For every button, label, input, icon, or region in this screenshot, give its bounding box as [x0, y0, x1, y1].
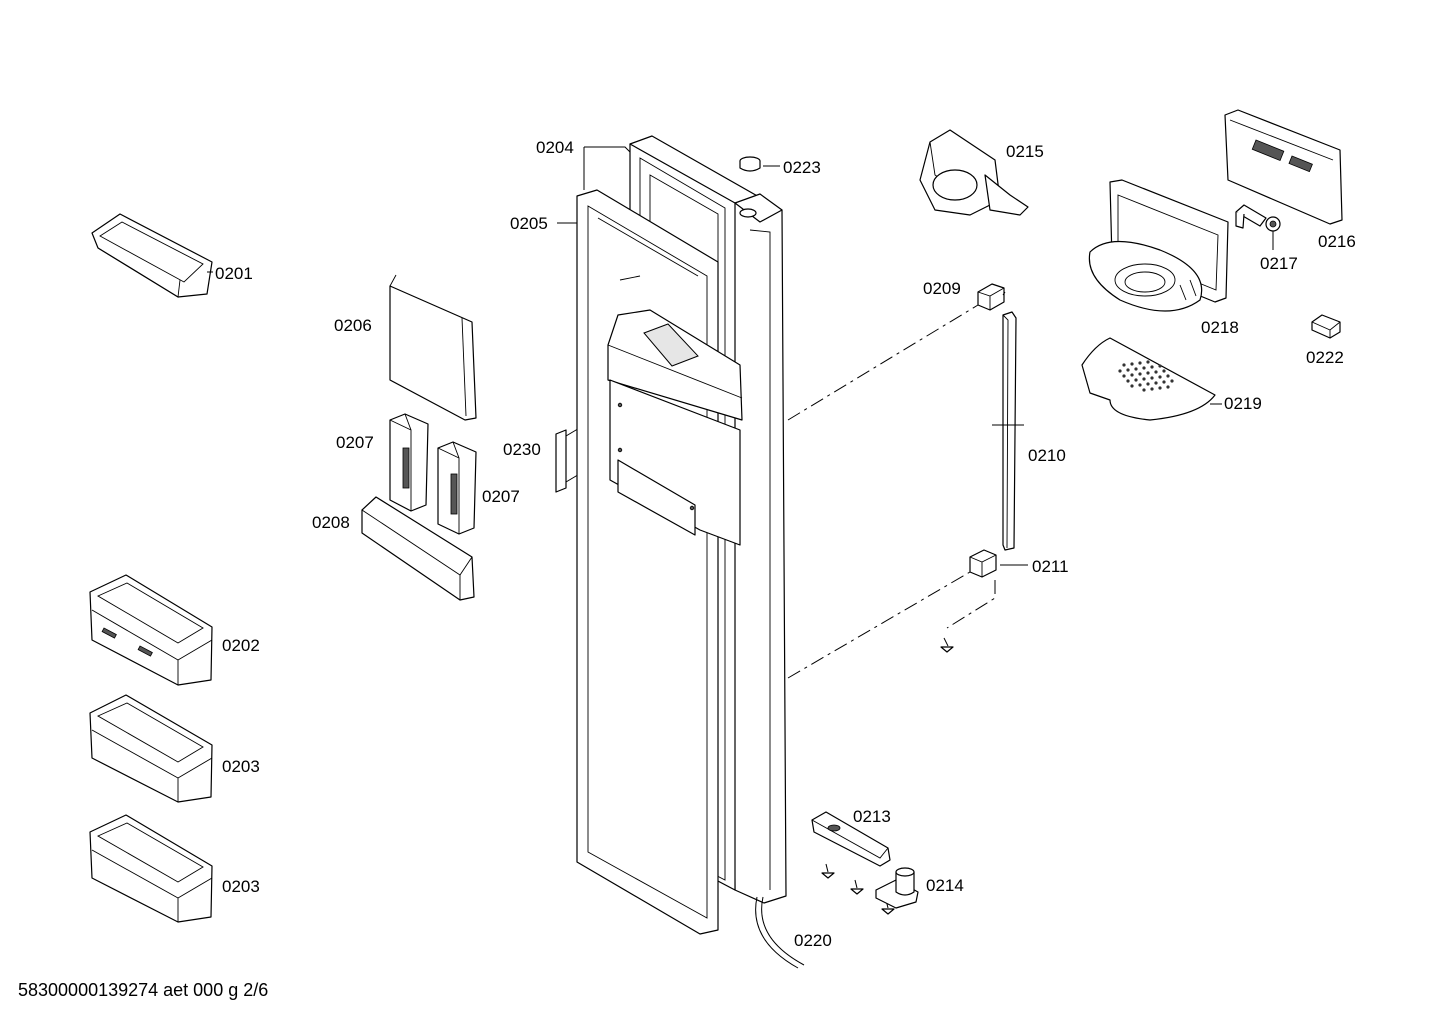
label-0211: 0211	[1032, 557, 1069, 576]
label-0222: 0222	[1306, 348, 1344, 367]
label-0217: 0217	[1260, 254, 1298, 273]
label-0204: 0204	[536, 138, 574, 157]
label-0220: 0220	[794, 931, 832, 950]
perforation-hole	[1138, 383, 1142, 387]
perforation-hole	[1162, 380, 1166, 384]
label-0223: 0223	[783, 158, 821, 177]
part-0205-drawing	[576, 189, 743, 935]
leader-lines	[207, 146, 1274, 566]
part-0215-drawing	[919, 129, 1029, 216]
perforation-hole	[1122, 363, 1126, 367]
part-0203-lower-drawing	[89, 814, 213, 923]
part-0220-drawing	[755, 896, 805, 969]
part-0202-drawing	[89, 574, 213, 686]
part-0210-drawing	[992, 311, 1024, 551]
part-0223-drawing	[739, 156, 761, 172]
label-0206: 0206	[334, 316, 372, 335]
perforation-hole	[1158, 386, 1162, 390]
perforation-hole	[1158, 364, 1162, 368]
part-0216-drawing	[1224, 109, 1343, 225]
label-0216: 0216	[1318, 232, 1356, 251]
perforation-hole	[1146, 371, 1150, 375]
part-0213-drawing	[811, 811, 891, 867]
perforation-hole	[1130, 384, 1134, 388]
perforation-hole	[1162, 369, 1166, 373]
label-0214: 0214	[926, 876, 964, 895]
perforation-hole	[1130, 362, 1134, 366]
perforation-hole	[1150, 387, 1154, 391]
perforation-hole	[1158, 375, 1162, 379]
perforation-hole	[1154, 381, 1158, 385]
assembly-line-0211	[787, 571, 971, 679]
label-0205: 0205	[510, 214, 548, 233]
screw-0211	[940, 637, 954, 653]
perforation-hole	[1146, 360, 1150, 364]
label-0201: 0201	[215, 264, 253, 283]
perforation-hole	[1154, 370, 1158, 374]
perforation-hole	[1150, 376, 1154, 380]
perforation-hole	[1142, 377, 1146, 381]
perforation-hole	[1118, 369, 1122, 373]
perforation-hole	[1134, 367, 1138, 371]
part-0201-drawing	[91, 213, 213, 298]
part-0203-upper-drawing	[89, 694, 213, 803]
perforation-hole	[1166, 385, 1170, 389]
perforation-hole	[1138, 361, 1142, 365]
label-0210: 0210	[1028, 446, 1066, 465]
label-0203-lower: 0203	[222, 877, 260, 896]
part-0211-drawing	[969, 549, 997, 578]
perforation-hole	[1122, 374, 1126, 378]
perforation-hole	[1150, 365, 1154, 369]
part-0217-drawing	[1235, 204, 1281, 232]
label-0207-right: 0207	[482, 487, 520, 506]
part-0207-right-drawing	[437, 441, 477, 535]
label-0215: 0215	[1006, 142, 1044, 161]
perforation-hole	[1142, 388, 1146, 392]
label-0218: 0218	[1201, 318, 1239, 337]
label-0207-left: 0207	[336, 433, 374, 452]
perforation-hole	[1126, 379, 1130, 383]
perforation-hole	[1170, 379, 1174, 383]
label-0219: 0219	[1224, 394, 1262, 413]
document-footer-code: 58300000139274 aet 000 g 2/6	[18, 980, 269, 1000]
perforation-hole	[1138, 372, 1142, 376]
part-0219-drawing	[1081, 337, 1216, 421]
screws-hinge	[821, 863, 895, 915]
label-0230: 0230	[503, 440, 541, 459]
label-0202: 0202	[222, 636, 260, 655]
perforation-hole	[1126, 368, 1130, 372]
part-0208-drawing	[361, 496, 475, 601]
part-0218-drawing	[1088, 179, 1229, 312]
part-0207-left-drawing	[389, 413, 429, 512]
part-0206-drawing	[389, 274, 477, 421]
perforation-hole	[1166, 374, 1170, 378]
perforation-hole	[1130, 373, 1134, 377]
perforation-hole	[1146, 382, 1150, 386]
label-0213: 0213	[853, 807, 891, 826]
part-0222-drawing	[1311, 314, 1341, 339]
perforation-hole	[1142, 366, 1146, 370]
label-0203-upper: 0203	[222, 757, 260, 776]
label-0208: 0208	[312, 513, 350, 532]
part-0209-drawing	[977, 283, 1005, 311]
assembly-line-screw	[946, 580, 996, 629]
perforation-hole	[1134, 378, 1138, 382]
label-0209: 0209	[923, 279, 961, 298]
assembly-line-0209	[787, 304, 979, 421]
part-0214-drawing	[875, 867, 919, 909]
part-labels: 0201 0202 0203 0203 0204 0205 0206 0207 …	[215, 138, 1356, 950]
